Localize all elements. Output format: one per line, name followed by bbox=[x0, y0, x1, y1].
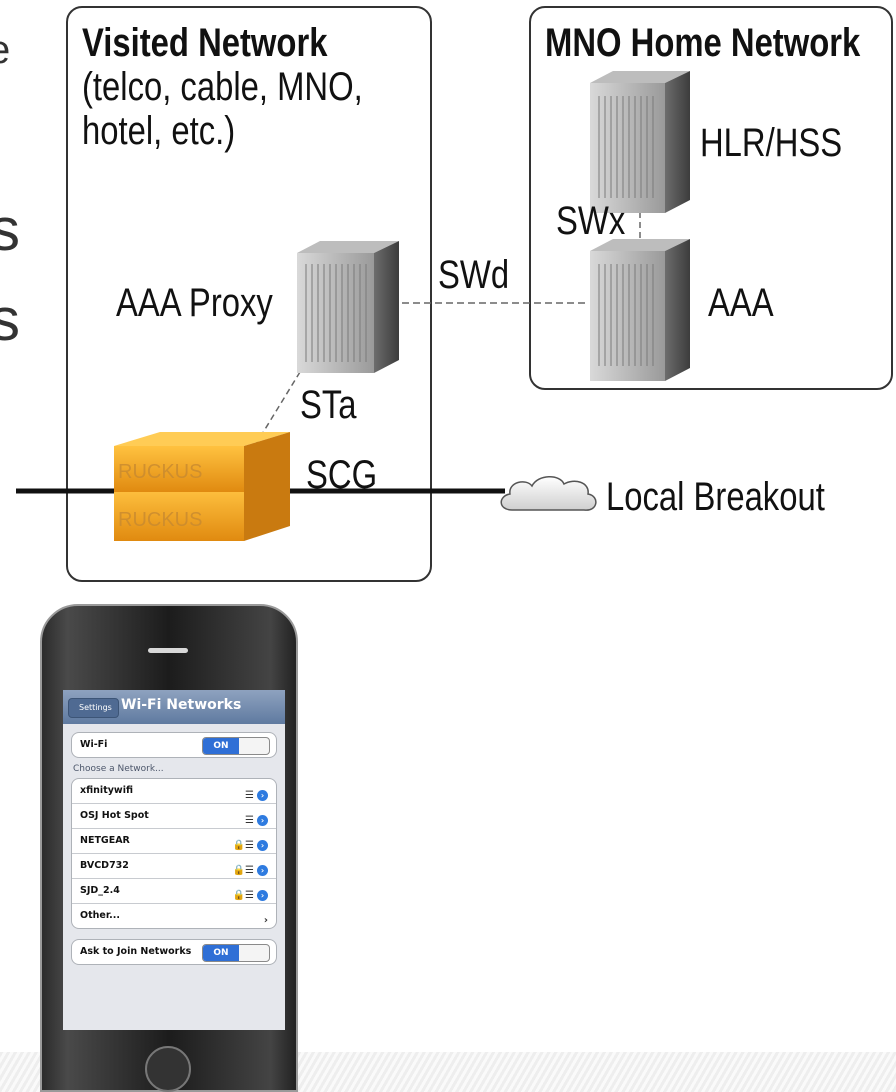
ruckus-logo-bottom: RUCKUS bbox=[118, 509, 202, 531]
nav-title: Wi-Fi Networks bbox=[121, 697, 242, 713]
home-network-title: MNO Home Network bbox=[545, 21, 861, 65]
home-button[interactable] bbox=[145, 1046, 191, 1092]
visited-network-title: Visited Network bbox=[82, 21, 328, 65]
scg-appliance-icon: RUCKUS RUCKUS bbox=[114, 432, 290, 541]
lock-wifi-icon: 🔒☰› bbox=[233, 884, 268, 908]
sta-link bbox=[244, 371, 301, 463]
network-name: SJD_2.4 bbox=[80, 885, 120, 896]
phone-speaker bbox=[148, 648, 188, 653]
local-breakout-label: Local Breakout bbox=[606, 475, 825, 519]
aaa-label: AAA bbox=[708, 281, 774, 325]
ask-join-row: Ask to Join Networks ON bbox=[72, 940, 276, 964]
detail-disclosure-icon[interactable]: › bbox=[257, 815, 268, 826]
wifi-signal-icon: ☰› bbox=[245, 784, 268, 808]
ask-join-group: Ask to Join Networks ON bbox=[71, 939, 277, 965]
phone-screen: Settings Wi-Fi Networks Wi-Fi ON Choose … bbox=[63, 690, 285, 1030]
cloud-icon bbox=[500, 476, 597, 511]
detail-disclosure-icon[interactable]: › bbox=[257, 865, 268, 876]
chevron-right-icon: › bbox=[263, 915, 268, 926]
visited-network-subtitle-1: (telco, cable, MNO, bbox=[82, 65, 363, 109]
wifi-toggle[interactable]: ON bbox=[202, 737, 270, 755]
cut-text-1: e bbox=[0, 30, 10, 70]
wifi-signal-icon: ☰› bbox=[245, 809, 268, 833]
ask-join-toggle[interactable]: ON bbox=[202, 944, 270, 962]
aaa-proxy-label: AAA Proxy bbox=[116, 281, 273, 325]
detail-disclosure-icon[interactable]: › bbox=[257, 790, 268, 801]
swd-label: SWd bbox=[438, 253, 510, 297]
network-row[interactable]: NETGEAR 🔒☰› bbox=[72, 829, 276, 854]
network-name: NETGEAR bbox=[80, 835, 130, 846]
hlr-hss-server-icon bbox=[590, 71, 690, 213]
wifi-label: Wi-Fi bbox=[80, 739, 108, 750]
ruckus-logo-top: RUCKUS bbox=[118, 461, 202, 483]
swx-label: SWx bbox=[556, 199, 626, 243]
choose-network-header: Choose a Network... bbox=[73, 764, 164, 774]
network-name: OSJ Hot Spot bbox=[80, 810, 149, 821]
sta-label: STa bbox=[300, 383, 357, 427]
lock-wifi-icon: 🔒☰› bbox=[233, 859, 268, 883]
network-row[interactable]: SJD_2.4 🔒☰› bbox=[72, 879, 276, 904]
detail-disclosure-icon[interactable]: › bbox=[257, 890, 268, 901]
settings-back-button[interactable]: Settings bbox=[68, 698, 119, 718]
network-name: xfinitywifi bbox=[80, 785, 133, 796]
cut-text-2: s bbox=[0, 196, 20, 263]
aaa-proxy-server-icon bbox=[297, 241, 399, 373]
hlr-hss-label: HLR/HSS bbox=[700, 121, 843, 165]
network-row[interactable]: BVCD732 🔒☰› bbox=[72, 854, 276, 879]
other-label: Other... bbox=[80, 910, 120, 921]
network-row[interactable]: xfinitywifi ☰› bbox=[72, 779, 276, 804]
cut-text-3: s bbox=[0, 286, 20, 353]
ask-join-toggle-state: ON bbox=[203, 945, 239, 961]
wifi-toggle-state: ON bbox=[203, 738, 239, 754]
lock-wifi-icon: 🔒☰› bbox=[233, 834, 268, 858]
network-list: xfinitywifi ☰› OSJ Hot Spot ☰› NETGEAR 🔒… bbox=[71, 778, 277, 929]
other-network-row[interactable]: Other... › bbox=[72, 904, 276, 928]
network-name: BVCD732 bbox=[80, 860, 129, 871]
detail-disclosure-icon[interactable]: › bbox=[257, 840, 268, 851]
home-network-panel bbox=[529, 6, 893, 390]
ios-nav-bar: Settings Wi-Fi Networks bbox=[63, 690, 285, 724]
wifi-toggle-group: Wi-Fi ON bbox=[71, 732, 277, 758]
wifi-row: Wi-Fi ON bbox=[72, 733, 276, 757]
scg-label: SCG bbox=[306, 453, 378, 497]
network-row[interactable]: OSJ Hot Spot ☰› bbox=[72, 804, 276, 829]
ask-join-label: Ask to Join Networks bbox=[80, 946, 192, 957]
aaa-server-icon bbox=[590, 239, 690, 381]
visited-network-subtitle-2: hotel, etc.) bbox=[82, 109, 236, 153]
